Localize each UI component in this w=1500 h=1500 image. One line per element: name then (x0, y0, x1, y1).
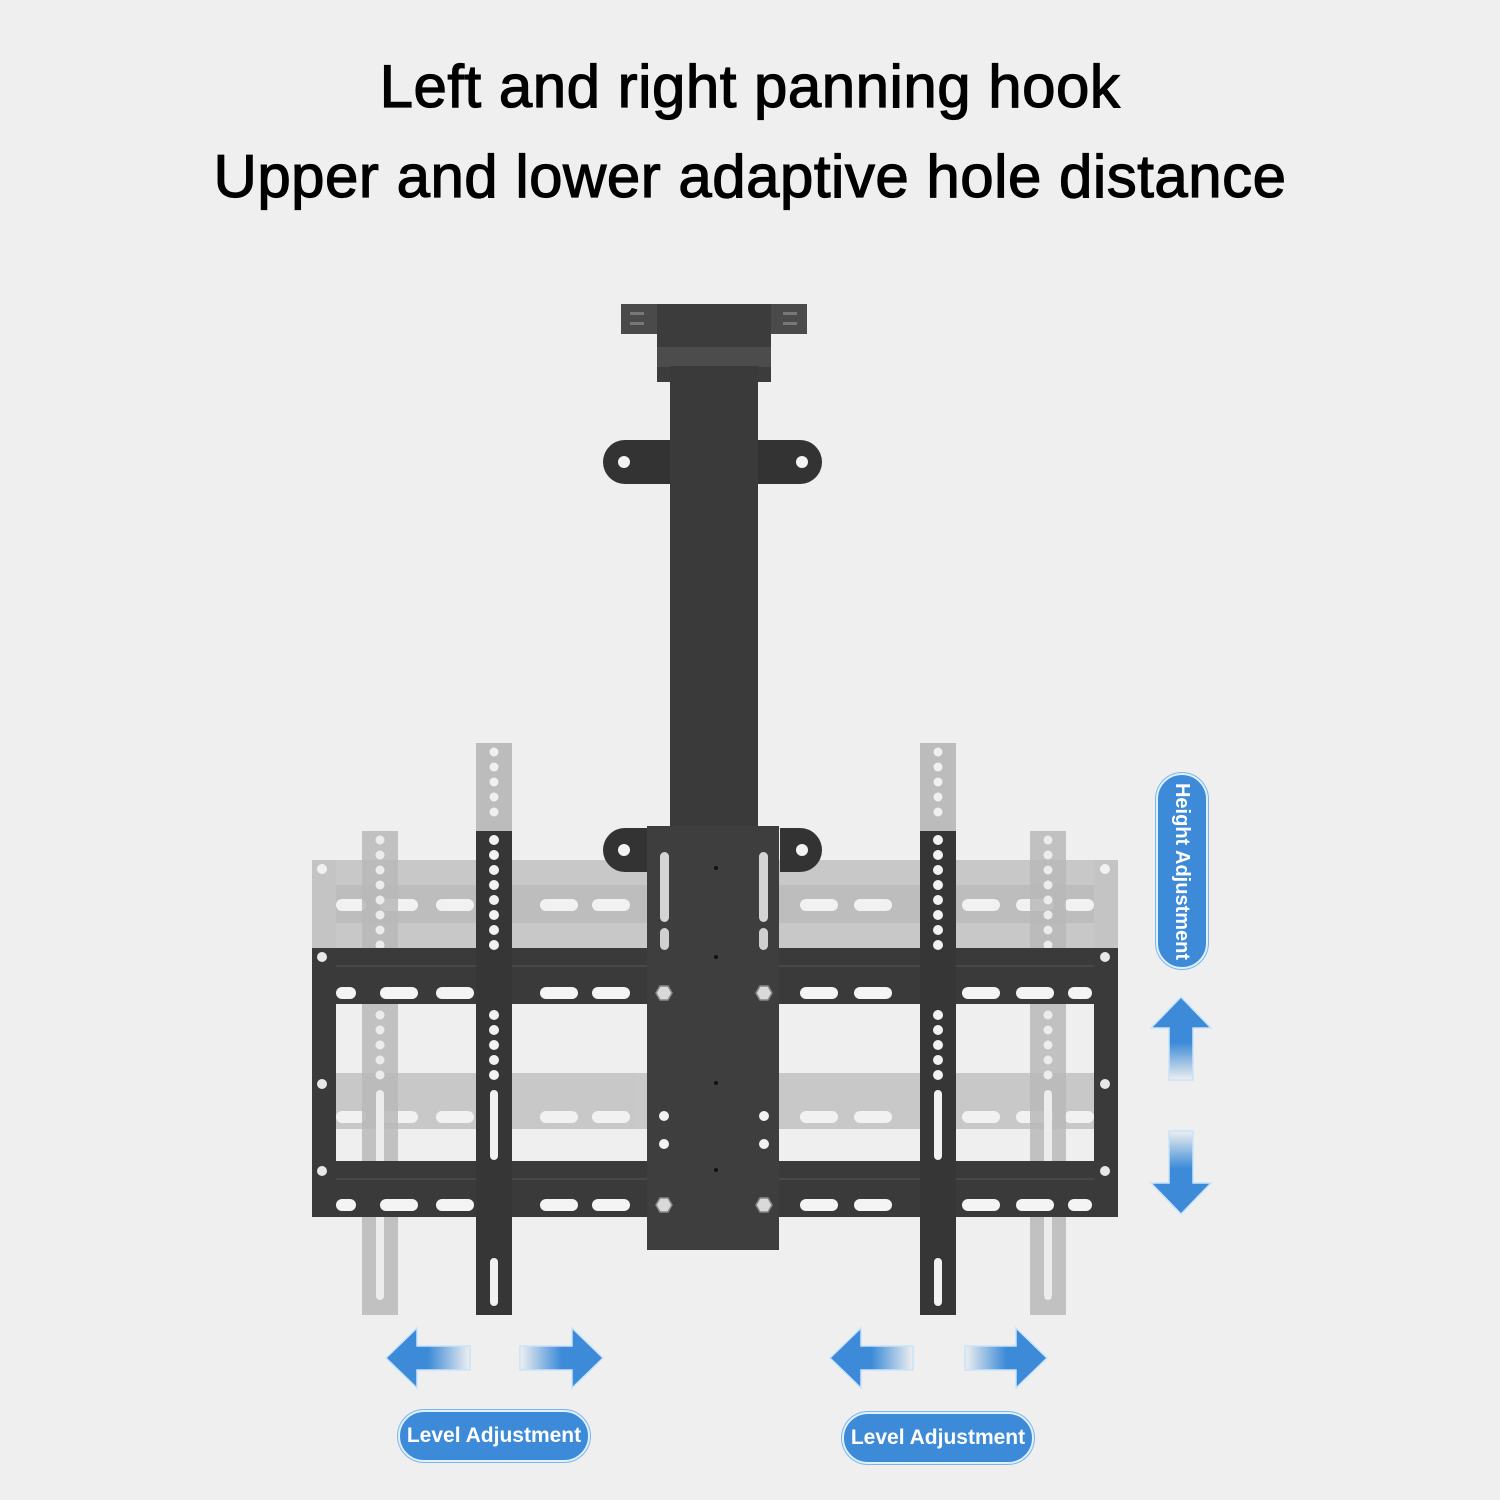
height-adjustment-arrow-icon (1149, 995, 1213, 1216)
hex-bolts (655, 985, 773, 1213)
level-adjustment-label-left: Level Adjustment (398, 1410, 590, 1462)
level-adjustment-arrow-right-icon (828, 1326, 1049, 1390)
height-adjustment-label: Height Adjustment (1156, 773, 1208, 969)
ghost-right-bracket (1030, 831, 1066, 1315)
ghost-inner-right-bracket-top (920, 743, 956, 833)
drop-pole (670, 366, 758, 836)
level-adjustment-arrow-left-icon (384, 1326, 605, 1390)
left-bracket (476, 831, 512, 1315)
headline-line-1: Left and right panning hook (379, 52, 1121, 120)
height-adjustment-text: Height Adjustment (1171, 782, 1194, 960)
right-bracket (920, 831, 956, 1315)
ghost-inner-left-bracket-top (476, 743, 512, 833)
ghost-left-bracket (362, 831, 398, 1315)
level-adjustment-label-right: Level Adjustment (842, 1412, 1034, 1464)
center-slide-plate (647, 826, 779, 1250)
headline-line-2: Upper and lower adaptive hole distance (213, 142, 1287, 210)
pole-mount-tabs-upper (603, 440, 822, 484)
